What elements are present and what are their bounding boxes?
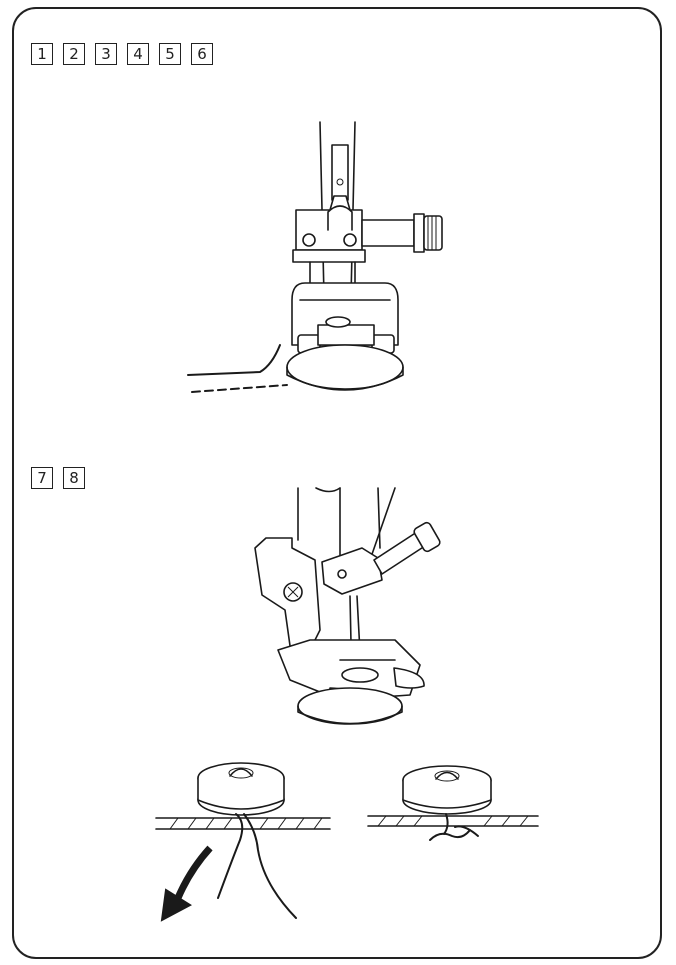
step-number-2: 2 — [63, 43, 85, 65]
step-number-1: 1 — [31, 43, 53, 65]
step-number-3: 3 — [95, 43, 117, 65]
step-number-8: 8 — [63, 467, 85, 489]
page-frame — [12, 7, 662, 959]
curved-arrow-down-left-icon — [160, 888, 192, 922]
step-number-5: 5 — [159, 43, 181, 65]
step-numbers-1-6: 1 2 3 4 5 6 — [31, 43, 213, 65]
step-numbers-7-8: 7 8 — [31, 467, 85, 489]
step-number-7: 7 — [31, 467, 53, 489]
step-number-4: 4 — [127, 43, 149, 65]
step-number-6: 6 — [191, 43, 213, 65]
